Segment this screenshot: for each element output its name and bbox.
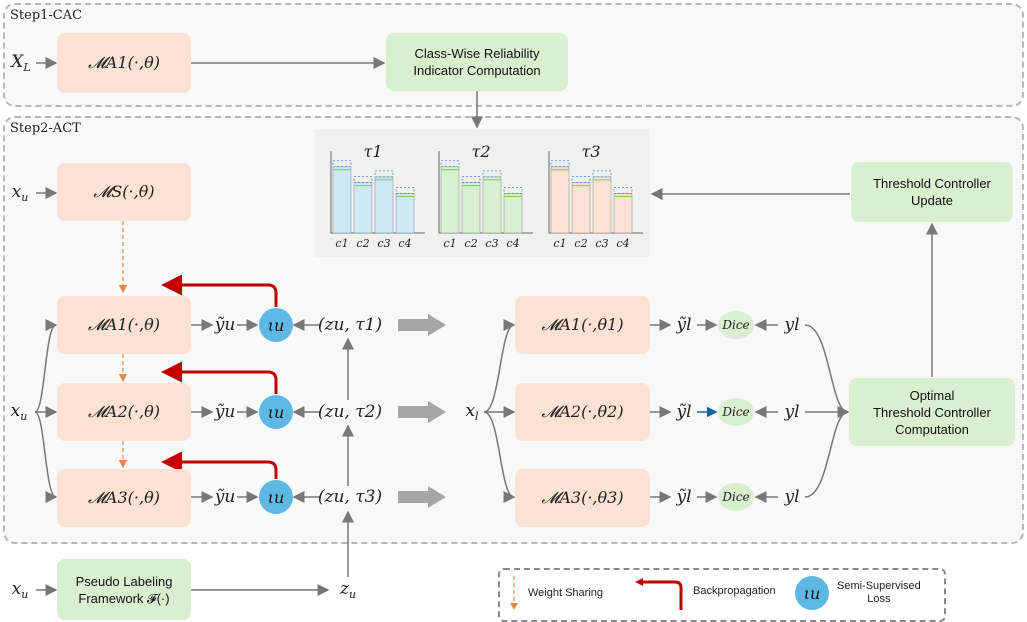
chart-bar <box>550 166 570 234</box>
chart-3: τ3 c1 c2 c3 c4 <box>548 142 643 250</box>
weight-sharing-legend-icon <box>510 576 518 610</box>
chart-tick-label: c3 <box>485 237 498 250</box>
chart-bar <box>613 193 633 234</box>
chart-tick-label: c2 <box>574 237 587 250</box>
chart-bar <box>353 182 373 234</box>
legend-weight-sharing: Weight Sharing <box>528 587 604 599</box>
y-l-1: yl <box>784 315 800 335</box>
chart-axis <box>438 151 533 234</box>
chart-bar <box>571 182 591 234</box>
input-xu-pseudo: xu <box>11 578 29 602</box>
chart-bar <box>332 166 352 234</box>
chart-bar <box>503 193 523 234</box>
y-tilde-l-2: ỹl <box>676 402 692 422</box>
chart-bar-cap <box>550 160 570 168</box>
backprop-legend-icon <box>635 578 683 610</box>
chart-title: τ2 <box>471 142 490 161</box>
y-l-3: yl <box>784 487 800 507</box>
chart-bar-cap <box>332 160 352 168</box>
step1-label: Step1-CAC <box>10 8 83 23</box>
model-a3: 𝓜A3(·,θ) <box>57 469 191 527</box>
y-tilde-l-1: ỹl <box>676 315 692 335</box>
chart-tick-label: c1 <box>553 237 566 250</box>
flow-arrow-1 <box>398 314 446 336</box>
dice-2: Dice <box>718 398 754 426</box>
y-tilde-u-3: ỹu <box>214 487 236 507</box>
y-tilde-u-1: ỹu <box>214 315 236 335</box>
zu-tau2: (zu, τ2) <box>317 402 383 422</box>
input-xu-student: xu <box>11 181 29 205</box>
chart-axis <box>330 151 425 234</box>
zu-tau1: (zu, τ1) <box>317 315 383 335</box>
chart-bar <box>395 193 415 234</box>
chart-bar <box>440 166 460 234</box>
model-a1-theta1: 𝓜A1(·,θ1) <box>515 296 650 354</box>
chart-bar-cap <box>613 187 633 194</box>
dice-3: Dice <box>718 483 754 511</box>
chart-bar-cap <box>395 187 415 194</box>
step2-label: Step2-ACT <box>10 121 81 136</box>
chart-bar-cap <box>374 170 394 178</box>
chart-tick-label: c2 <box>464 237 477 250</box>
input-XL: XL <box>11 51 31 75</box>
loss-lu-1: ιu <box>259 308 293 342</box>
legend-lu-icon: ιu <box>795 576 829 610</box>
chart-tick-label: c1 <box>335 237 348 250</box>
flow-arrow-3 <box>398 486 446 508</box>
threshold-bar-charts: τ1 c1 c2 c3 c4 τ2 c1 c2 c3 c4 τ3 c1 c2 c3 c4 <box>330 142 643 250</box>
model-a2-theta2: 𝓜A2(·,θ2) <box>515 383 650 441</box>
chart-tick-label: c3 <box>377 237 390 250</box>
chart-bar-cap <box>440 160 460 168</box>
pseudo-labeling-box: Pseudo Labeling Framework 𝓕(·) <box>57 559 191 620</box>
chart-tick-label: c4 <box>506 237 519 250</box>
chart-title: τ3 <box>581 142 600 161</box>
legend <box>498 568 946 622</box>
chart-bar <box>592 176 612 234</box>
chart-axis <box>548 151 643 234</box>
chart-tick-label: c1 <box>443 237 456 250</box>
output-zu: zu <box>339 578 357 602</box>
input-xu-main: xu <box>10 400 28 424</box>
flow-arrow-2 <box>398 401 446 423</box>
dice-1: Dice <box>718 311 754 339</box>
chart-bar <box>461 182 481 234</box>
chart-bar-cap <box>571 176 591 183</box>
model-a1: 𝓜A1(·,θ) <box>57 296 191 354</box>
zu-tau3: (zu, τ3) <box>317 487 383 507</box>
chart-bar-cap <box>503 187 523 194</box>
chart-bar <box>482 176 502 234</box>
chart-2: τ2 c1 c2 c3 c4 <box>438 142 533 250</box>
chart-tick-label: c2 <box>356 237 369 250</box>
chart-tick-label: c3 <box>595 237 608 250</box>
model-student: 𝓜S(·,θ) <box>57 163 191 221</box>
reliability-indicator-box: Class-Wise Reliability Indicator Computa… <box>386 33 568 91</box>
chart-1: τ1 c1 c2 c3 c4 <box>330 142 425 250</box>
model-a1-step1: 𝓜A1(·,θ) <box>57 33 191 93</box>
y-tilde-l-3: ỹl <box>676 487 692 507</box>
chart-tick-label: c4 <box>616 237 629 250</box>
optimal-threshold-box: Optimal Threshold Controller Computation <box>849 378 1015 446</box>
chart-bar-cap <box>461 176 481 183</box>
chart-bar-cap <box>592 170 612 178</box>
input-xl: xl <box>465 400 479 424</box>
chart-bar-cap <box>353 176 373 183</box>
chart-bar <box>374 176 394 234</box>
chart-bar-cap <box>482 170 502 178</box>
threshold-update-box: Threshold Controller Update <box>851 162 1013 222</box>
model-a2: 𝓜A2(·,θ) <box>57 383 191 441</box>
chart-title: τ1 <box>363 142 382 161</box>
loss-lu-3: ιu <box>259 480 293 514</box>
legend-backprop: Backpropagation <box>693 585 776 597</box>
y-tilde-u-2: ỹu <box>214 402 236 422</box>
y-l-2: yl <box>784 402 800 422</box>
model-a3-theta3: 𝓜A3(·,θ3) <box>515 469 650 527</box>
loss-lu-2: ιu <box>259 395 293 429</box>
legend-semi-supervised-loss: Semi-Supervised Loss <box>837 580 921 605</box>
chart-tick-label: c4 <box>398 237 411 250</box>
